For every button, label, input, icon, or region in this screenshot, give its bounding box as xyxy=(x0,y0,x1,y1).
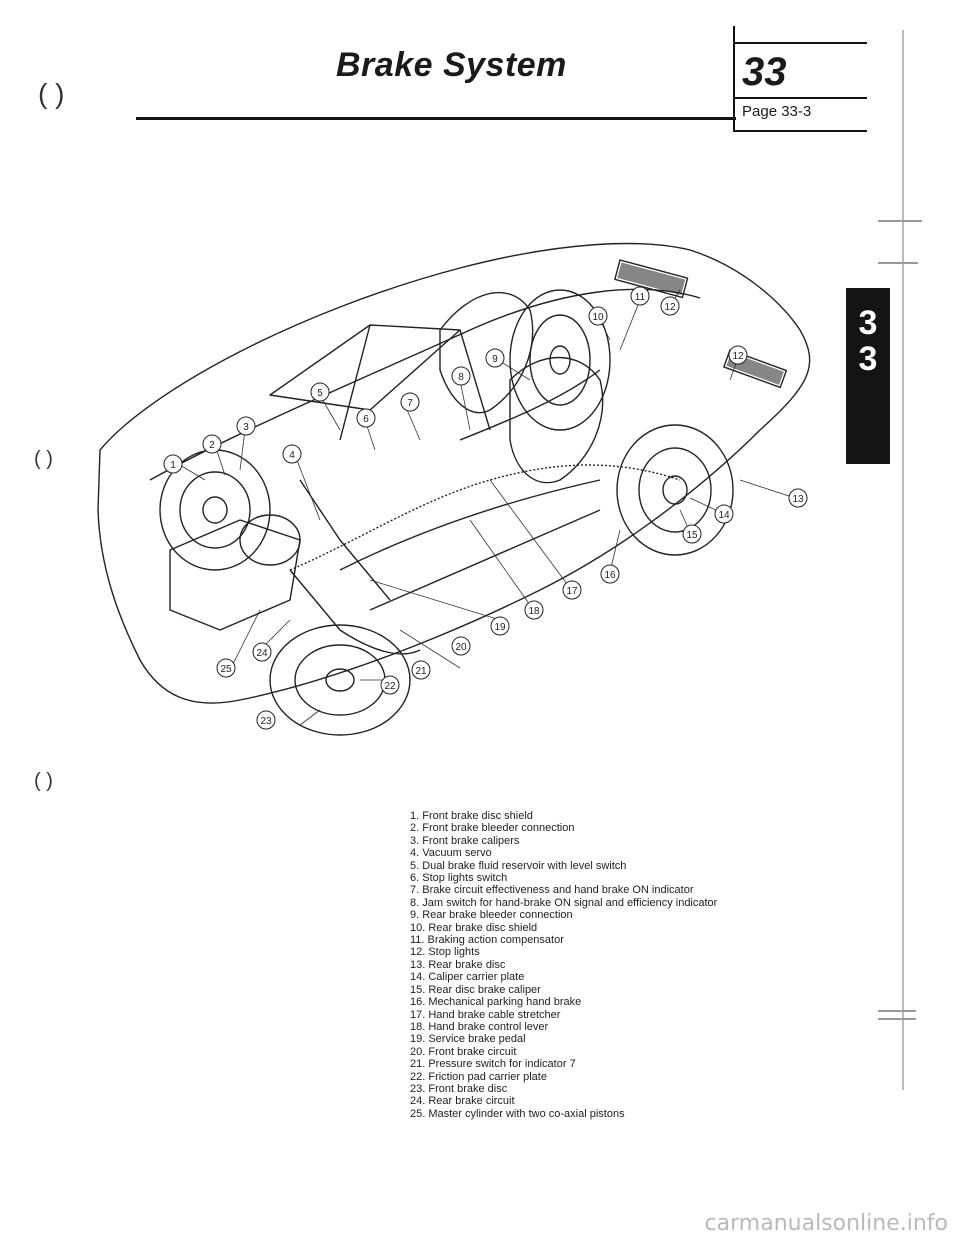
callout-21: 21 xyxy=(411,660,431,680)
svg-text:12: 12 xyxy=(664,302,676,313)
callout-18: 18 xyxy=(524,600,544,620)
header-rule xyxy=(136,117,736,120)
legend-item: 20. Front brake circuit xyxy=(410,1045,517,1058)
svg-text:15: 15 xyxy=(686,530,698,541)
svg-text:10: 10 xyxy=(592,312,604,323)
brake-system-diagram: 1 2 3 4 5 6 7 8 9 10 11 12 12 13 14 15 1… xyxy=(97,242,811,736)
callout-10: 10 xyxy=(588,306,608,326)
chapter-number: 33 xyxy=(742,50,787,94)
legend-item: 19. Service brake pedal xyxy=(410,1033,526,1046)
svg-text:9: 9 xyxy=(492,354,498,365)
legend-item: 22. Friction pad carrier plate xyxy=(410,1070,547,1083)
chapter-tab: 3 3 xyxy=(846,288,890,464)
callout-23: 23 xyxy=(256,710,276,730)
binder-hole-mark: ( ) xyxy=(38,78,65,109)
legend-item: 23. Front brake disc xyxy=(410,1082,508,1095)
svg-text:2: 2 xyxy=(209,440,215,451)
callout-12b: 12 xyxy=(728,345,748,365)
svg-text:20: 20 xyxy=(455,642,467,653)
svg-text:24: 24 xyxy=(256,648,268,659)
svg-text:19: 19 xyxy=(494,622,506,633)
callout-4: 4 xyxy=(282,444,302,464)
svg-text:12: 12 xyxy=(732,351,744,362)
svg-text:21: 21 xyxy=(415,666,427,677)
legend-item: 24. Rear brake circuit xyxy=(410,1095,515,1108)
callout-13: 13 xyxy=(788,488,808,508)
svg-text:23: 23 xyxy=(260,716,272,727)
legend-item: 14. Caliper carrier plate xyxy=(410,971,525,984)
legend-item: 5. Dual brake fluid reservoir with level… xyxy=(410,859,627,872)
legend-item: 11. Braking action compensator xyxy=(410,934,564,947)
page-edge-line xyxy=(902,30,904,1090)
header-box-divider xyxy=(733,26,735,132)
callout-17: 17 xyxy=(562,580,582,600)
svg-text:11: 11 xyxy=(635,292,646,303)
callout-15: 15 xyxy=(682,524,702,544)
callout-12: 12 xyxy=(660,296,680,316)
callout-6: 6 xyxy=(356,408,376,428)
callout-7: 7 xyxy=(400,392,420,412)
callout-11: 11 xyxy=(630,286,650,306)
legend-item: 3. Front brake calipers xyxy=(410,834,520,847)
callout-14: 14 xyxy=(714,504,734,524)
parts-legend: 1. Front brake disc shield 2. Front brak… xyxy=(410,810,850,1120)
callout-1: 1 xyxy=(163,454,183,474)
legend-item: 9. Rear brake bleeder connection xyxy=(410,909,573,922)
callout-16: 16 xyxy=(600,564,620,584)
scan-artifact xyxy=(878,262,918,264)
legend-item: 16. Mechanical parking hand brake xyxy=(410,996,582,1009)
page-title: Brake System xyxy=(336,46,567,84)
legend-item: 13. Rear brake disc xyxy=(410,958,506,971)
legend-item: 6. Stop lights switch xyxy=(410,872,508,885)
legend-item: 1. Front brake disc shield xyxy=(410,810,533,822)
legend-item: 15. Rear disc brake caliper xyxy=(410,983,541,996)
callout-19: 19 xyxy=(490,616,510,636)
callout-3: 3 xyxy=(236,416,256,436)
legend-item: 25. Master cylinder with two co-axial pi… xyxy=(410,1107,625,1120)
legend-item: 12. Stop lights xyxy=(410,946,480,959)
svg-text:4: 4 xyxy=(289,450,295,461)
svg-text:25: 25 xyxy=(220,664,232,675)
callout-5: 5 xyxy=(310,382,330,402)
svg-text:18: 18 xyxy=(528,606,540,617)
scan-artifact xyxy=(878,220,922,222)
legend-item: 10. Rear brake disc shield xyxy=(410,921,538,934)
svg-text:17: 17 xyxy=(566,586,578,597)
callout-8: 8 xyxy=(451,366,471,386)
header-box-bottom-rule xyxy=(733,130,867,132)
legend-item: 2. Front brake bleeder connection xyxy=(410,822,575,835)
legend-item: 17. Hand brake cable stretcher xyxy=(410,1008,561,1021)
svg-text:5: 5 xyxy=(317,388,323,399)
callout-20: 20 xyxy=(451,636,471,656)
scan-artifact xyxy=(878,1010,916,1012)
legend-item: 8. Jam switch for hand-brake ON signal a… xyxy=(410,896,718,909)
chapter-tab-digit: 3 xyxy=(858,340,878,378)
svg-text:8: 8 xyxy=(458,372,464,383)
callout-22: 22 xyxy=(380,675,400,695)
header-box-middle-rule xyxy=(733,97,867,99)
svg-text:14: 14 xyxy=(718,510,730,521)
svg-text:16: 16 xyxy=(604,570,616,581)
header-box-top-rule xyxy=(733,42,867,44)
page-number: Page 33-3 xyxy=(742,103,812,120)
binder-hole-mark: ( ) xyxy=(34,448,53,470)
svg-text:1: 1 xyxy=(170,460,176,471)
chapter-tab-digit: 3 xyxy=(858,304,878,342)
scan-artifact xyxy=(878,1018,916,1020)
legend-item: 7. Brake circuit effectiveness and hand … xyxy=(410,884,694,897)
legend-item: 21. Pressure switch for indicator 7 xyxy=(410,1058,576,1071)
callout-9: 9 xyxy=(485,348,505,368)
legend-item: 4. Vacuum servo xyxy=(410,847,492,860)
callout-24: 24 xyxy=(252,642,272,662)
callout-25: 25 xyxy=(216,658,236,678)
legend-item: 18. Hand brake control lever xyxy=(410,1020,549,1033)
callout-2: 2 xyxy=(202,434,222,454)
watermark: carmanualsonline.info xyxy=(704,1211,948,1236)
binder-hole-mark: ( ) xyxy=(34,770,53,792)
svg-text:22: 22 xyxy=(384,681,396,692)
svg-text:7: 7 xyxy=(407,398,413,409)
svg-text:6: 6 xyxy=(363,414,369,425)
svg-text:3: 3 xyxy=(243,422,249,433)
svg-text:13: 13 xyxy=(792,494,804,505)
